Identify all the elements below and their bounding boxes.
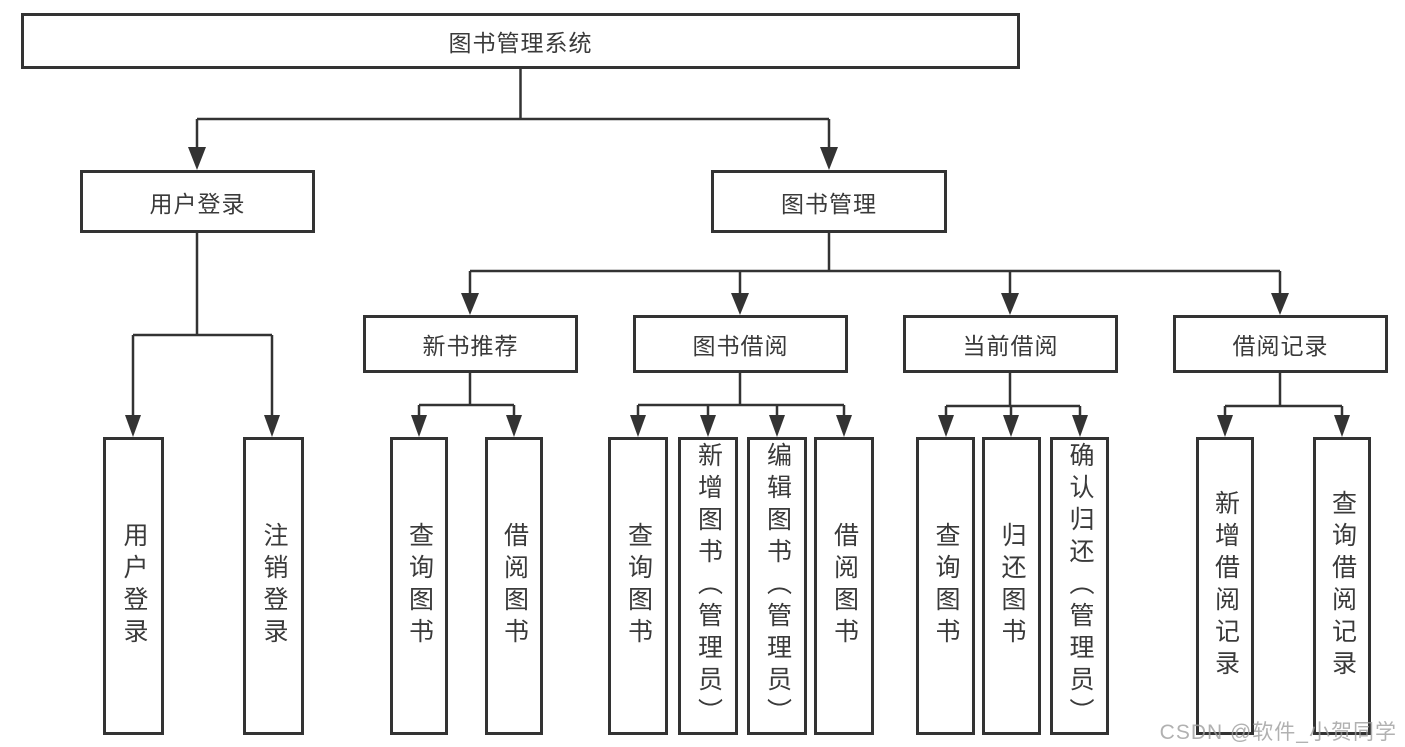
leaf-user-login-label: 用户登录 [120, 522, 148, 650]
leaf-query-book-1: 查询图书 [390, 437, 448, 735]
node-book-borrow-label: 图书借阅 [692, 333, 789, 359]
leaf-return-book: 归还图书 [982, 437, 1041, 735]
leaf-add-book-admin-label: 新增图书（管理员） [694, 442, 723, 730]
node-current-borrow-label: 当前借阅 [962, 333, 1059, 359]
leaf-query-book-1-label: 查询图书 [405, 522, 434, 650]
leaf-return-book-label: 归还图书 [998, 522, 1026, 650]
leaf-edit-book-admin-label: 编辑图书（管理员） [763, 442, 792, 730]
csdn-watermark: CSDN @软件_小贺同学 [1159, 721, 1397, 744]
node-borrow-record-label: 借阅记录 [1232, 333, 1329, 359]
leaf-query-borrow-record: 查询借阅记录 [1313, 437, 1371, 735]
leaf-confirm-return-admin-label: 确认归还（管理员） [1066, 442, 1094, 730]
leaf-add-book-admin: 新增图书（管理员） [678, 437, 738, 735]
leaf-query-book-2: 查询图书 [608, 437, 668, 735]
node-book-management: 图书管理 [711, 170, 947, 233]
node-root-label: 图书管理系统 [448, 30, 593, 56]
leaf-logout-label: 注销登录 [260, 522, 288, 650]
leaf-borrow-book-2-label: 借阅图书 [830, 522, 859, 650]
leaf-query-book-2-label: 查询图书 [624, 522, 653, 650]
node-root: 图书管理系统 [21, 13, 1020, 69]
node-user-login: 用户登录 [80, 170, 315, 233]
node-book-borrow: 图书借阅 [633, 315, 848, 373]
leaf-add-borrow-record: 新增借阅记录 [1196, 437, 1254, 735]
node-new-book-recommend-label: 新书推荐 [422, 333, 519, 359]
leaf-borrow-book-1-label: 借阅图书 [500, 522, 529, 650]
leaf-query-borrow-record-label: 查询借阅记录 [1328, 490, 1357, 682]
leaf-query-book-3: 查询图书 [916, 437, 975, 735]
node-borrow-record: 借阅记录 [1173, 315, 1388, 373]
node-current-borrow: 当前借阅 [903, 315, 1118, 373]
leaf-query-book-3-label: 查询图书 [932, 522, 960, 650]
node-user-login-label: 用户登录 [149, 190, 246, 217]
leaf-borrow-book-2: 借阅图书 [814, 437, 874, 735]
leaf-confirm-return-admin: 确认归还（管理员） [1050, 437, 1109, 735]
leaf-borrow-book-1: 借阅图书 [485, 437, 543, 735]
leaf-edit-book-admin: 编辑图书（管理员） [747, 437, 807, 735]
leaf-user-login: 用户登录 [103, 437, 164, 735]
node-new-book-recommend: 新书推荐 [363, 315, 578, 373]
node-book-management-label: 图书管理 [781, 190, 877, 217]
arrowheads [125, 147, 1350, 437]
leaf-logout: 注销登录 [243, 437, 304, 735]
leaf-add-borrow-record-label: 新增借阅记录 [1211, 490, 1240, 682]
